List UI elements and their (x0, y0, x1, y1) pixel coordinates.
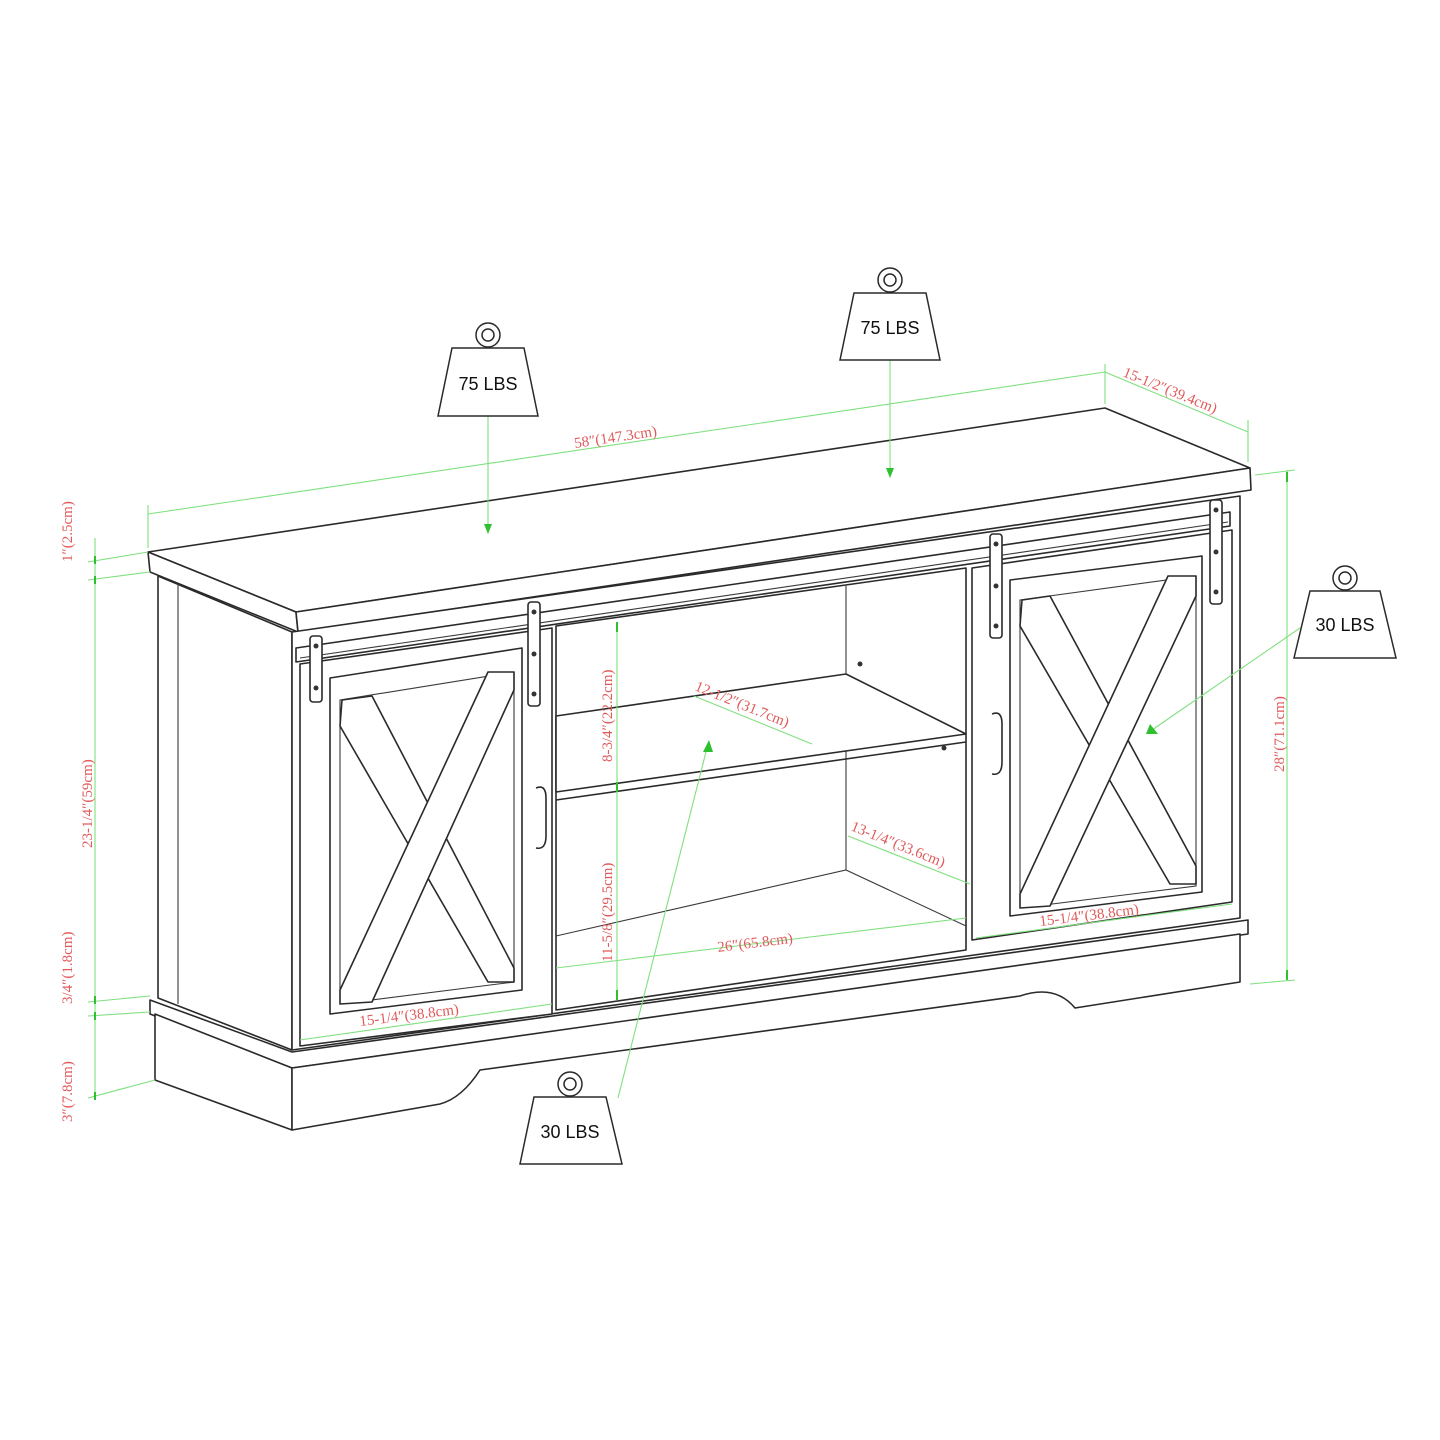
overall-height-label: 28″(71.1cm) (1272, 696, 1288, 772)
svg-text:75 LBS: 75 LBS (860, 318, 919, 338)
right-barn-door (971, 529, 1233, 941)
center-shelf-opening (555, 567, 967, 1011)
body-height-label: 23-1/4″(59cm) (80, 759, 96, 848)
dimension-ticks (94, 472, 1288, 1100)
upper-opening-height-label: 8-3/4″(22.2cm) (600, 670, 616, 762)
weight-icon-top-left: 75 LBS (437, 322, 539, 534)
tv-stand-drawing (147, 407, 1252, 1131)
tabletop (147, 407, 1252, 633)
overall-width-label: 58″(147.3cm) (573, 424, 658, 452)
svg-text:30 LBS: 30 LBS (1315, 615, 1374, 635)
top-thickness-label: 1″(2.5cm) (60, 501, 76, 562)
left-door-handle (535, 786, 547, 850)
dimension-lines (87, 364, 1296, 1099)
left-barn-door (299, 627, 553, 1047)
weight-callouts: 75 LBS 75 LBS 30 LBS 30 LBS (437, 267, 1397, 1165)
adjustable-shelf (555, 673, 967, 793)
door-hangers (309, 499, 1223, 707)
weight-icon-top-right: 75 LBS (839, 267, 941, 478)
svg-text:75 LBS: 75 LBS (458, 374, 517, 394)
base-height-label: 3″(7.8cm) (60, 1061, 76, 1122)
depth-label: 15-1/2″(39.4cm) (1121, 365, 1220, 417)
weight-icon-right-cabinet: 30 LBS (1146, 565, 1397, 734)
right-door-handle (991, 712, 1003, 776)
base-plinth (149, 919, 1249, 1131)
lower-opening-height-label: 11-5/8″(29.5cm) (600, 863, 616, 962)
weight-icon-center-shelf: 30 LBS (519, 740, 713, 1165)
svg-text:30 LBS: 30 LBS (540, 1122, 599, 1142)
base-trim-label: 3/4″(1.8cm) (60, 932, 76, 1004)
